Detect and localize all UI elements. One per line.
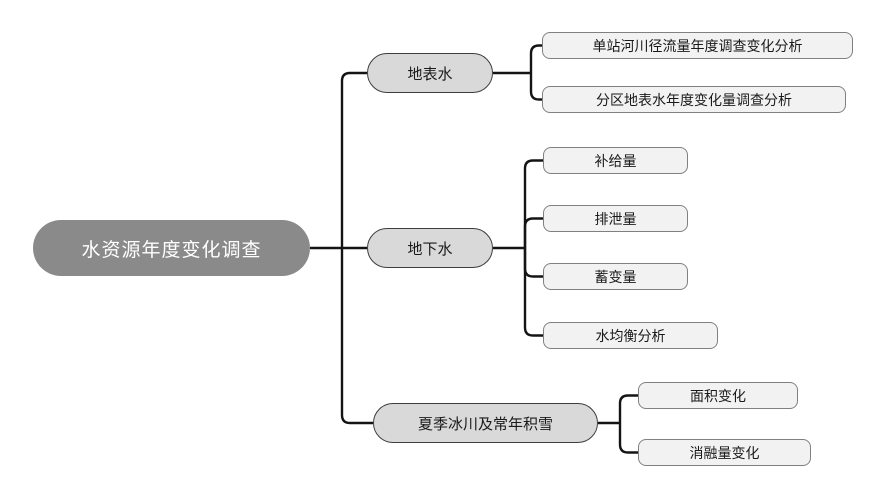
leaf-node-label: 补给量 xyxy=(594,152,637,169)
branch-node-label: 地下水 xyxy=(407,240,453,258)
leaf-node-label: 面积变化 xyxy=(690,387,746,404)
leaf-node-label: 单站河川径流量年度调查变化分析 xyxy=(592,37,803,54)
branch-node-surface-water[interactable]: 地表水 xyxy=(367,53,493,93)
leaf-node-area-change[interactable]: 面积变化 xyxy=(638,382,798,409)
leaf-node-label: 消融量变化 xyxy=(689,444,760,461)
branch-node-groundwater[interactable]: 地下水 xyxy=(367,228,493,268)
branch-node-label: 夏季冰川及常年积雪 xyxy=(417,415,553,433)
leaf-node-single-station-runoff-annual-survey-change-analysis[interactable]: 单站河川径流量年度调查变化分析 xyxy=(542,32,853,59)
leaf-node-label: 排泄量 xyxy=(594,210,637,227)
leaf-node-storage-change-amount[interactable]: 蓄变量 xyxy=(543,263,688,290)
connector-groundwater-child-2 xyxy=(523,217,543,248)
leaf-node-water-balance-analysis[interactable]: 水均衡分析 xyxy=(543,322,718,349)
branch-node-summer-glacier-and-perennial-snow[interactable]: 夏季冰川及常年积雪 xyxy=(373,403,598,443)
leaf-node-label: 水均衡分析 xyxy=(595,327,666,344)
connector-groundwater-child-3 xyxy=(523,248,543,278)
root-node-label: 水资源年度变化调查 xyxy=(81,239,262,261)
connector-surface-water-child-2 xyxy=(529,73,542,101)
connector-groundwater-child-4 xyxy=(523,248,543,337)
leaf-node-melt-amount-change[interactable]: 消融量变化 xyxy=(638,439,811,466)
branch-node-label: 地表水 xyxy=(407,65,453,83)
connector-surface-water-child-1 xyxy=(529,44,542,73)
connector-glacier-snow-child-1 xyxy=(618,394,638,423)
connector-root-to-surface-water xyxy=(340,71,367,248)
connector-glacier-snow-child-2 xyxy=(618,423,638,454)
leaf-node-discharge-amount[interactable]: 排泄量 xyxy=(543,205,688,232)
leaf-node-regional-surface-water-annual-change-survey-analysis[interactable]: 分区地表水年度变化量调查分析 xyxy=(542,86,846,113)
leaf-node-label: 分区地表水年度变化量调查分析 xyxy=(596,91,792,108)
connector-groundwater-child-1 xyxy=(523,159,543,248)
leaf-node-label: 蓄变量 xyxy=(594,268,637,285)
connector-root-to-glacier-snow xyxy=(340,248,373,425)
root-node-water-resources-annual-change-survey[interactable]: 水资源年度变化调查 xyxy=(33,220,310,276)
leaf-node-recharge-amount[interactable]: 补给量 xyxy=(543,147,688,174)
